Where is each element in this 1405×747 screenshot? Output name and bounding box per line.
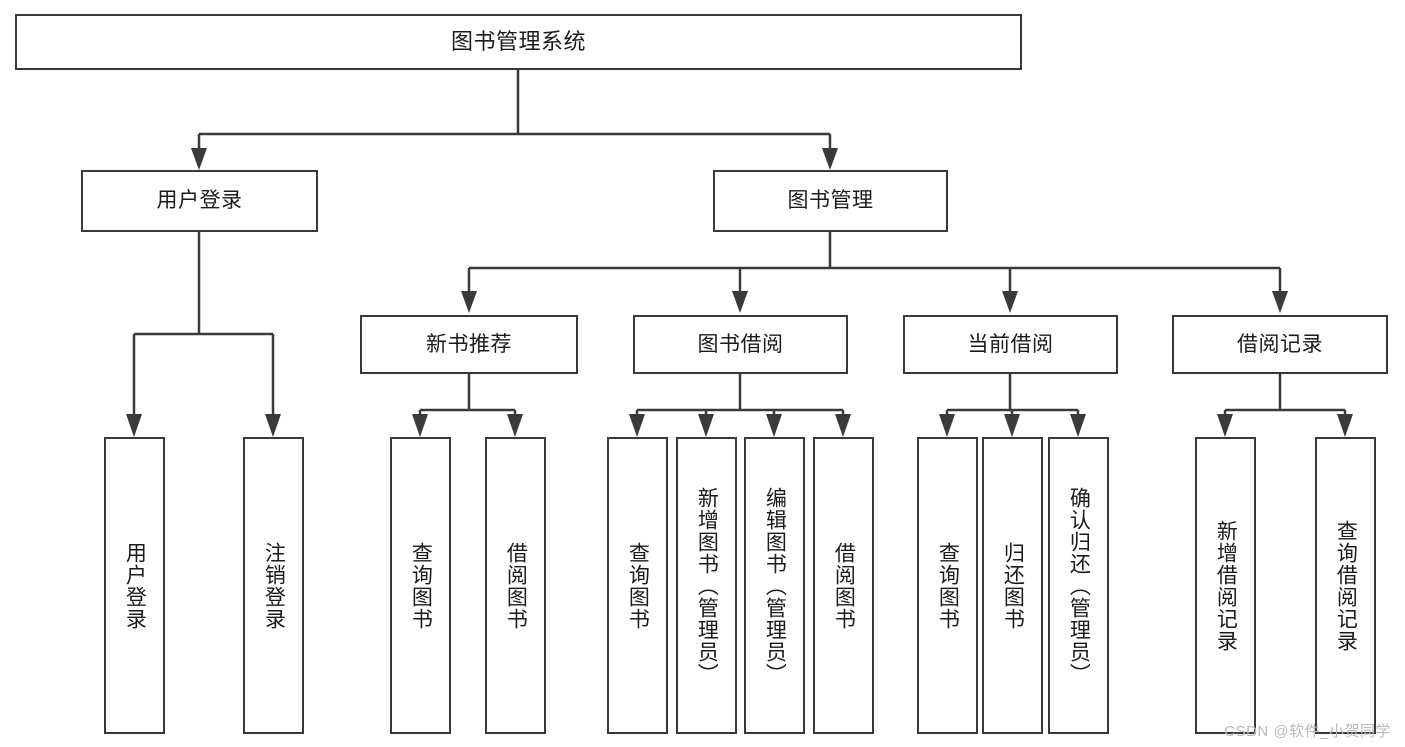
- arrow-new-book-recommend: [461, 291, 477, 313]
- node-label: 注销登录: [262, 541, 286, 630]
- arrow-leaf-current-confirm: [1070, 414, 1086, 437]
- arrow-book-borrow: [732, 291, 748, 313]
- node-label: 查询图书: [626, 541, 650, 630]
- arrow-borrow-record: [1272, 291, 1288, 313]
- node-label: 新增图书（管理员）: [695, 486, 719, 685]
- node-label: 当前借阅: [967, 332, 1054, 356]
- arrow-leaf-user-login: [126, 414, 142, 437]
- leaf-record-add[interactable]: 新增借阅记录: [1195, 437, 1256, 734]
- node-label: 查询图书: [936, 541, 960, 630]
- node-label: 图书管理系统: [450, 28, 586, 54]
- leaf-borrow-add-book[interactable]: 新增图书（管理员）: [676, 437, 737, 734]
- node-book-borrow[interactable]: 图书借阅: [633, 315, 848, 374]
- arrow-leaf-borrow-query: [629, 414, 645, 437]
- leaf-recommend-query-book[interactable]: 查询图书: [390, 437, 451, 734]
- leaf-borrow-lend-book[interactable]: 借阅图书: [813, 437, 874, 734]
- node-label: 用户登录: [123, 541, 147, 630]
- leaf-current-confirm-return[interactable]: 确认归还（管理员）: [1048, 437, 1109, 734]
- arrow-leaf-current-return: [1004, 414, 1020, 437]
- node-root-book-management-system[interactable]: 图书管理系统: [15, 14, 1022, 70]
- leaf-current-return-book[interactable]: 归还图书: [982, 437, 1043, 734]
- node-label: 用户登录: [156, 189, 243, 213]
- node-label: 查询借阅记录: [1334, 519, 1358, 652]
- node-current-borrow[interactable]: 当前借阅: [903, 315, 1118, 374]
- leaf-user-login[interactable]: 用户登录: [104, 437, 165, 734]
- arrow-leaf-record-query: [1337, 414, 1353, 437]
- node-label: 归还图书: [1001, 541, 1025, 630]
- node-new-book-recommend[interactable]: 新书推荐: [360, 315, 578, 374]
- leaf-borrow-edit-book[interactable]: 编辑图书（管理员）: [744, 437, 805, 734]
- node-label: 确认归还（管理员）: [1067, 486, 1091, 685]
- arrow-leaf-borrow-add: [698, 414, 714, 437]
- node-borrow-record[interactable]: 借阅记录: [1172, 315, 1388, 374]
- node-label: 借阅记录: [1237, 332, 1323, 356]
- leaf-current-query-book[interactable]: 查询图书: [917, 437, 978, 734]
- watermark: CSDN @软件_小贺同学: [1224, 723, 1391, 740]
- leaf-logout[interactable]: 注销登录: [243, 437, 304, 734]
- node-label: 图书管理: [787, 189, 874, 213]
- arrow-leaf-recommend-borrow: [507, 414, 523, 437]
- arrow-leaf-borrow-lend: [835, 414, 851, 437]
- arrow-leaf-current-query: [939, 414, 955, 437]
- node-label: 借阅图书: [504, 541, 528, 630]
- node-label: 新增借阅记录: [1214, 519, 1238, 652]
- leaf-recommend-borrow-book[interactable]: 借阅图书: [485, 437, 546, 734]
- node-label: 新书推荐: [426, 332, 512, 356]
- arrow-current-borrow: [1002, 291, 1018, 313]
- leaf-record-query[interactable]: 查询借阅记录: [1315, 437, 1376, 734]
- arrow-book-mgmt: [822, 148, 838, 170]
- arrow-leaf-record-add: [1217, 414, 1233, 437]
- node-book-management[interactable]: 图书管理: [713, 170, 948, 232]
- arrow-leaf-logout: [265, 414, 281, 437]
- node-label: 编辑图书（管理员）: [763, 486, 787, 685]
- arrow-leaf-recommend-query: [412, 414, 428, 437]
- node-label: 借阅图书: [832, 541, 856, 630]
- node-label: 图书借阅: [697, 332, 784, 356]
- node-user-login[interactable]: 用户登录: [81, 170, 318, 232]
- arrow-leaf-borrow-edit: [766, 414, 782, 437]
- leaf-borrow-query-book[interactable]: 查询图书: [607, 437, 668, 734]
- node-label: 查询图书: [409, 541, 433, 630]
- arrow-user-login: [191, 148, 207, 170]
